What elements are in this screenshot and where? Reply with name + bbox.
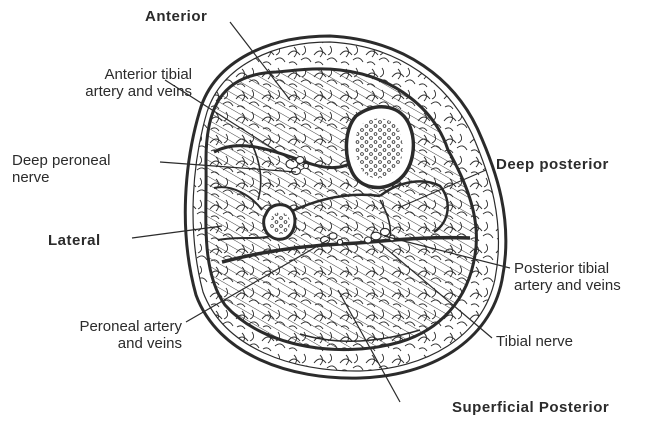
label-anterior: Anterior (145, 8, 207, 25)
label-deep-peroneal: Deep peroneal nerve (12, 152, 110, 186)
tibia-marrow (355, 118, 402, 178)
label-superficial-posterior: Superficial Posterior (452, 399, 609, 416)
label-tibial-nerve: Tibial nerve (496, 333, 573, 350)
label-deep-posterior: Deep posterior (496, 156, 609, 173)
label-anterior-tibial: Anterior tibial artery and veins (12, 66, 192, 100)
label-peroneal-artery: Peroneal artery and veins (10, 318, 182, 352)
label-lateral: Lateral (48, 232, 101, 249)
label-posterior-tibial: Posterior tibial artery and veins (514, 260, 621, 294)
